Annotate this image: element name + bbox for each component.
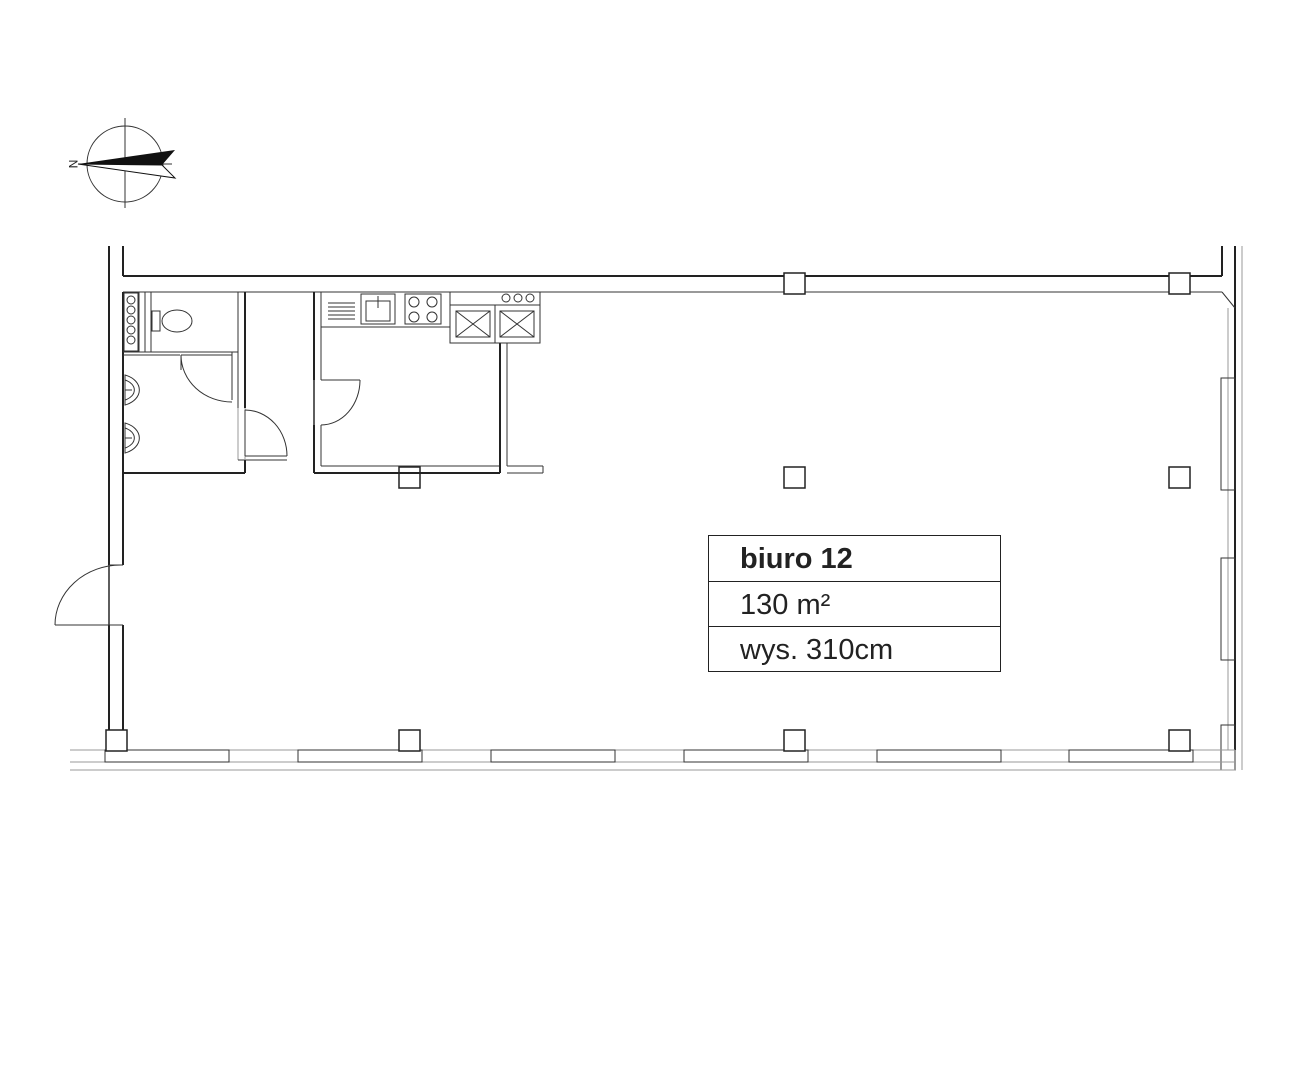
room-name: biuro 12: [740, 543, 853, 575]
drainboard-icon: [328, 302, 355, 320]
compass: N: [66, 118, 177, 208]
stove-icon: [404, 293, 442, 325]
kitchen: [313, 291, 544, 474]
kitchen-door-swing: [313, 379, 361, 426]
north-arrow-icon: [78, 150, 175, 165]
north-label: N: [66, 160, 80, 169]
room-info-table: biuro 12 130 m² wys. 310cm: [708, 535, 1001, 672]
kitchen-sink-icon: [360, 293, 396, 325]
room-height: wys. 310cm: [709, 626, 1000, 671]
structural-columns: [105, 272, 1191, 752]
appliance-icon: [499, 310, 535, 338]
room-area: 130 m²: [709, 581, 1000, 626]
sink-icon: [124, 374, 140, 406]
shaft-icon: [123, 292, 139, 352]
bathroom-door-swing: [180, 354, 233, 403]
bottom-facade: [70, 749, 1235, 771]
sink-icon: [124, 422, 140, 454]
appliance-icon: [455, 310, 491, 338]
exterior-walls: [108, 246, 1243, 771]
entrance-door-swing: [54, 564, 123, 626]
toilet-icon: [151, 309, 193, 333]
bathroom-entry-door-swing: [244, 409, 288, 457]
bathroom: [123, 291, 288, 474]
